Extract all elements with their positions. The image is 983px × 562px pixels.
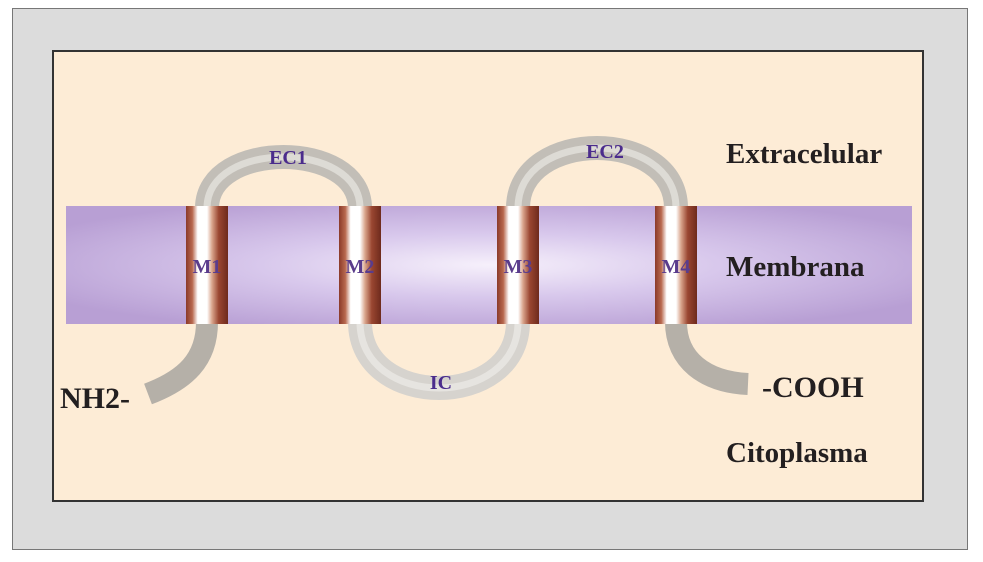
m4-label: M4	[662, 256, 691, 278]
m1-label: M1	[193, 256, 222, 278]
helix-m1	[186, 206, 228, 324]
c-terminal-tail	[665, 321, 749, 395]
helix-m4	[655, 206, 697, 324]
m2-label: M2	[346, 256, 375, 278]
loop-highlights	[203, 144, 680, 392]
n-terminal-tail	[143, 321, 218, 405]
helix-m2	[339, 206, 381, 324]
ec1-label: EC1	[269, 147, 307, 169]
membrane-label: Membrana	[726, 251, 865, 283]
extracellular-label: Extracelular	[726, 138, 882, 170]
m3-label: M3	[504, 256, 533, 278]
cytoplasm-label: Citoplasma	[726, 437, 868, 469]
ec2-label: EC2	[586, 141, 624, 163]
transmembrane-segments	[186, 206, 697, 324]
n-terminal-label: NH2-	[60, 382, 130, 415]
c-terminal-label: -COOH	[762, 371, 864, 404]
ic-label: IC	[430, 372, 452, 394]
helix-m3	[497, 206, 539, 324]
